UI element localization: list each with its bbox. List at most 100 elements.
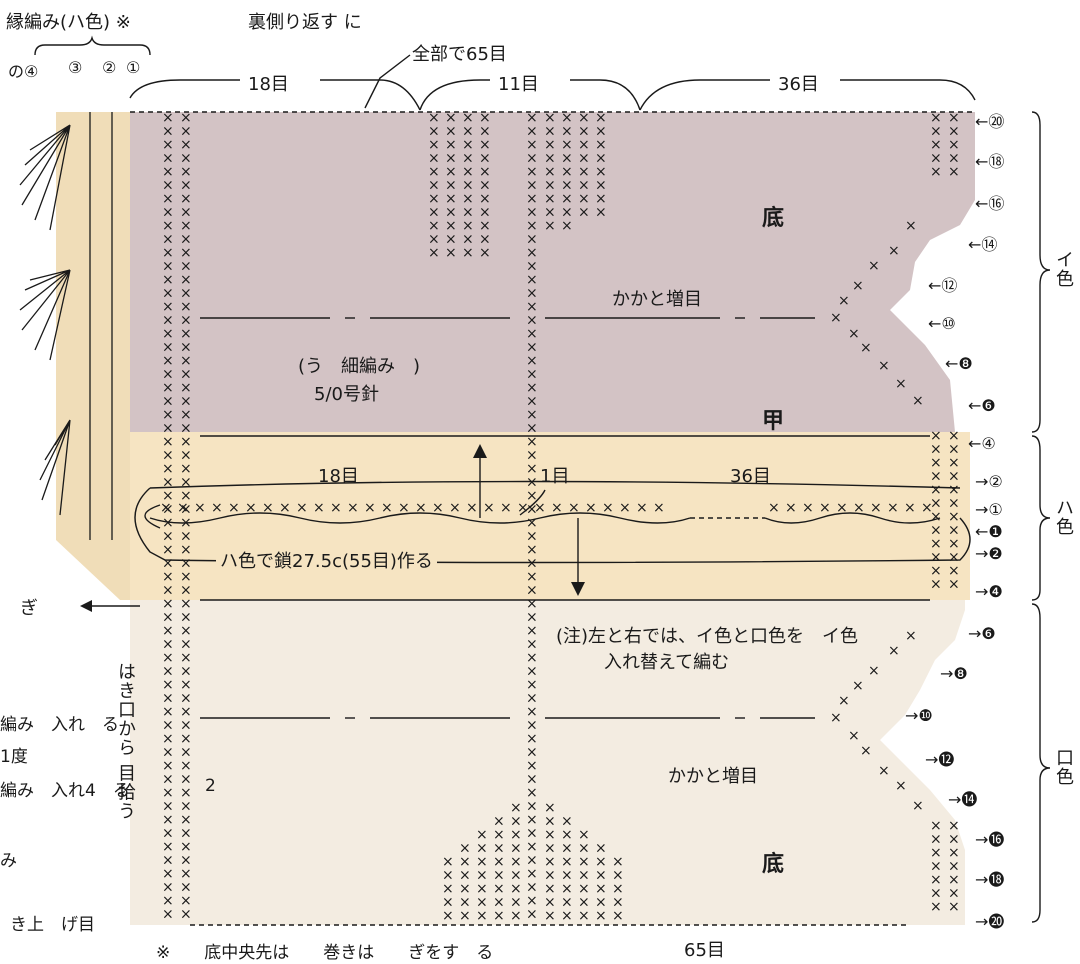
row-label-4-top: ←④ xyxy=(968,434,996,453)
stitch-mark: × xyxy=(819,500,831,516)
stitch-mark: × xyxy=(162,272,174,288)
stitch-mark: × xyxy=(595,151,607,167)
count-right: 36目 xyxy=(778,74,819,95)
stitch-mark: × xyxy=(561,895,573,911)
stitch-mark: × xyxy=(180,137,192,153)
stitch-mark: × xyxy=(180,232,192,248)
stitch-mark: × xyxy=(526,394,538,410)
stitch-mark: × xyxy=(544,191,556,207)
stitch-mark: × xyxy=(493,868,505,884)
heel-increase-top: かかと増目 xyxy=(612,289,702,310)
stitch-mark: × xyxy=(526,529,538,545)
stitch-mark: × xyxy=(162,826,174,842)
stitch-mark: × xyxy=(180,110,192,126)
stitch-mark: × xyxy=(180,488,192,504)
stitch-mark: × xyxy=(578,124,590,140)
stitch-mark: × xyxy=(544,137,556,153)
stitch-mark: × xyxy=(868,258,880,274)
stitch-mark: × xyxy=(852,678,864,694)
row-label-b20: →⓴ xyxy=(975,912,1005,931)
stitch-mark: × xyxy=(162,394,174,410)
row-label-10: ←⑩ xyxy=(928,314,956,333)
stitch-mark: × xyxy=(526,596,538,612)
stitch-mark: × xyxy=(526,758,538,774)
stitch-mark: × xyxy=(848,326,860,342)
row-label-b1: ←❶ xyxy=(975,522,1003,541)
stitch-mark: × xyxy=(180,866,192,882)
stitch-mark: × xyxy=(162,299,174,315)
row-label-b18: →⓲ xyxy=(975,870,1005,889)
stitch-mark: × xyxy=(428,218,440,234)
stitch-mark: × xyxy=(180,718,192,734)
row-label-b14: →⓮ xyxy=(948,790,978,809)
stitch-mark: × xyxy=(449,500,461,516)
stitch-mark: × xyxy=(245,500,257,516)
stitch-mark: × xyxy=(445,110,457,126)
stitch-mark: × xyxy=(428,164,440,180)
heel-increase-bottom: かかと増目 xyxy=(668,766,758,787)
stitch-mark: × xyxy=(445,191,457,207)
stitch-mark: × xyxy=(428,191,440,207)
stitch-mark: × xyxy=(868,663,880,679)
stitch-mark: × xyxy=(948,845,960,861)
row-label-b2: →❷ xyxy=(975,544,1003,563)
stitch-mark: × xyxy=(526,691,538,707)
stitch-mark: × xyxy=(526,448,538,464)
stitch-mark: × xyxy=(578,841,590,857)
row-label-8: ←❽ xyxy=(945,354,973,373)
foundation-count-right: 36目 xyxy=(730,466,771,487)
stitch-mark: × xyxy=(428,232,440,248)
stitch-mark: × xyxy=(180,853,192,869)
stitch-mark: × xyxy=(462,151,474,167)
stitch-mark: × xyxy=(526,367,538,383)
stitch-mark: × xyxy=(459,908,471,924)
row-label-6: ←❻ xyxy=(968,396,996,415)
stitch-mark: × xyxy=(561,205,573,221)
stitch-mark: × xyxy=(479,164,491,180)
stitch-mark: × xyxy=(526,664,538,680)
stitch-mark: × xyxy=(544,827,556,843)
stitch-mark: × xyxy=(838,293,850,309)
stitch-mark: × xyxy=(180,556,192,572)
stitch-mark: × xyxy=(180,394,192,410)
stitch-mark: × xyxy=(636,500,648,516)
stitch-mark: × xyxy=(462,191,474,207)
stitch-mark: × xyxy=(544,895,556,911)
stitch-mark: × xyxy=(895,376,907,392)
stitch-mark: × xyxy=(445,137,457,153)
stitch-mark: × xyxy=(526,124,538,140)
stitch-mark: × xyxy=(551,500,563,516)
stitch-mark: × xyxy=(544,218,556,234)
stitch-mark: × xyxy=(162,812,174,828)
row-label-1: →① xyxy=(975,500,1003,519)
stitch-mark: × xyxy=(904,500,916,516)
stitch-mark: × xyxy=(948,428,960,444)
stitch-mark: × xyxy=(479,124,491,140)
stitch-mark: × xyxy=(445,124,457,140)
stitch-mark: × xyxy=(544,868,556,884)
stitch-mark: × xyxy=(912,798,924,814)
row-label-b6: →❻ xyxy=(968,624,996,643)
stitch-mark: × xyxy=(500,500,512,516)
stitch-mark: × xyxy=(526,799,538,815)
stitch-mark: × xyxy=(526,461,538,477)
stitch-mark: × xyxy=(526,232,538,248)
stitch-mark: × xyxy=(510,841,522,857)
stitch-mark: × xyxy=(595,110,607,126)
stitch-mark: × xyxy=(544,205,556,221)
needle-size: 5/0号針 xyxy=(314,384,379,405)
stitch-mark: × xyxy=(561,814,573,830)
stitch-mark: × xyxy=(162,407,174,423)
stitch-mark: × xyxy=(526,245,538,261)
stitch-mark: × xyxy=(162,232,174,248)
stitch-mark: × xyxy=(930,124,942,140)
stitch-mark: × xyxy=(162,799,174,815)
stitch-mark: × xyxy=(930,845,942,861)
stitch-mark: × xyxy=(479,137,491,153)
stitch-mark: × xyxy=(930,563,942,579)
arrow-heads xyxy=(80,444,585,612)
note-line-1: (注)左と右では、イ色と口色を イ色 xyxy=(556,626,859,647)
note-line-2: 入れ替えて編む xyxy=(604,652,730,673)
stitch-mark: × xyxy=(162,245,174,261)
stitch-mark: × xyxy=(180,610,192,626)
